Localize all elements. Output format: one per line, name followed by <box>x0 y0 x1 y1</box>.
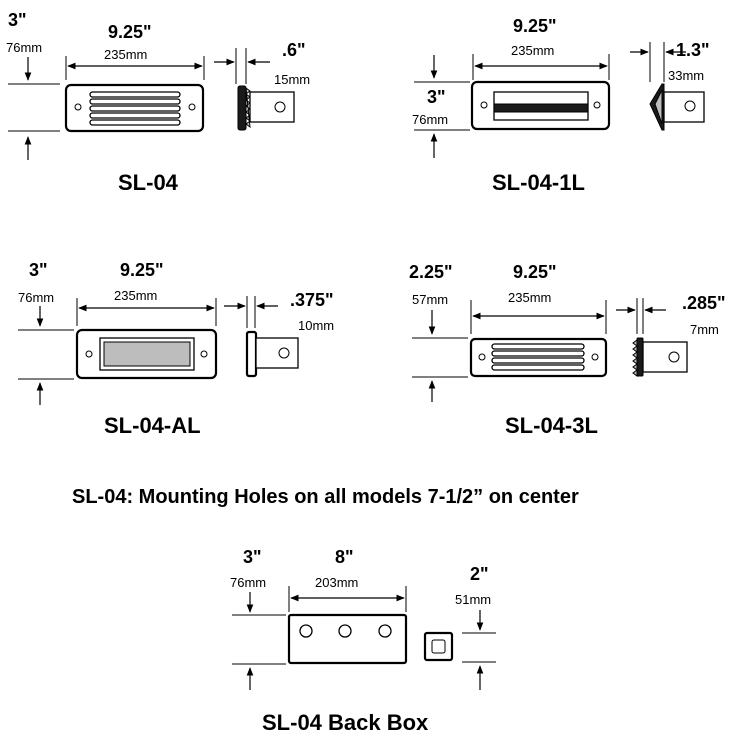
louvers <box>491 343 585 371</box>
height-inches-label: 3" <box>427 87 446 107</box>
knockout-hole-3 <box>378 624 392 638</box>
mounting-holes-note: SL-04: Mounting Holes on all models 7-1/… <box>72 486 579 508</box>
side-view <box>632 337 688 377</box>
height-mm-label: 76mm <box>6 40 42 55</box>
width-inches-label: 9.25" <box>513 16 557 36</box>
depth-mm-label: 15mm <box>274 72 310 87</box>
depth-inches-label: 1.3" <box>676 40 710 60</box>
height-inches-label: 2.25" <box>409 262 453 282</box>
depth-mm-label: 7mm <box>690 322 719 337</box>
height-mm-label: 76mm <box>412 112 448 127</box>
height-mm-label: 76mm <box>18 290 54 305</box>
side-mount-hole <box>668 351 680 363</box>
model-title: SL-04-3L <box>505 413 598 438</box>
side-mount-hole <box>278 347 290 359</box>
light-bar <box>493 103 589 113</box>
width-mm-label: 235mm <box>104 47 147 62</box>
height-mm-label: 57mm <box>412 292 448 307</box>
height-inches-label: 3" <box>8 10 27 30</box>
side-mount-hole <box>274 101 286 113</box>
back-box-front <box>287 613 408 665</box>
lens <box>103 341 191 367</box>
mounting-hole-left <box>478 353 486 361</box>
depth-inches-label: .285" <box>682 293 726 313</box>
depth-mm-label: 10mm <box>298 318 334 333</box>
mounting-hole-left <box>74 103 82 111</box>
depth-mm-label: 33mm <box>668 68 704 83</box>
depth-mm-label: 51mm <box>455 592 491 607</box>
mounting-hole-left <box>85 350 93 358</box>
diagram-sl-04-3l: 2.25" 57mm 9.25" 235mm .285" 7mm <box>409 262 726 438</box>
side-view <box>649 83 705 131</box>
depth-inches-label: 2" <box>470 564 489 584</box>
width-mm-label: 235mm <box>114 288 157 303</box>
model-title: SL-04-AL <box>104 413 201 438</box>
side-view <box>237 85 295 131</box>
mounting-hole-right <box>200 350 208 358</box>
height-mm-label: 76mm <box>230 575 266 590</box>
mounting-hole-right <box>591 353 599 361</box>
side-knockout <box>431 639 446 654</box>
back-box-side <box>423 631 454 662</box>
diagram-sl-04-1l: 9.25" 235mm 3" 76mm 1.3" 33mm SL-04-1L <box>412 16 710 195</box>
knockout-hole-1 <box>299 624 313 638</box>
depth-inches-label: .375" <box>290 290 334 310</box>
height-inches-label: 3" <box>243 547 262 567</box>
height-inches-label: 3" <box>29 260 48 280</box>
side-view <box>245 330 299 378</box>
mounting-hole-right <box>593 101 601 109</box>
model-title: SL-04 <box>118 170 179 195</box>
width-inches-label: 9.25" <box>108 22 152 42</box>
diagram-sl-04-al: 3" 76mm 9.25" 235mm .375" 10mm SL-04-AL <box>18 260 334 438</box>
mounting-hole-left <box>480 101 488 109</box>
side-mount-hole <box>684 100 696 112</box>
width-inches-label: 9.25" <box>513 262 557 282</box>
width-inches-label: 9.25" <box>120 260 164 280</box>
depth-inches-label: .6" <box>282 40 306 60</box>
knockout-hole-2 <box>338 624 352 638</box>
width-mm-label: 235mm <box>511 43 554 58</box>
louvers <box>89 91 181 126</box>
width-mm-label: 235mm <box>508 290 551 305</box>
mounting-hole-right <box>188 103 196 111</box>
model-title: SL-04-1L <box>492 170 585 195</box>
diagram-sl-04-back-box: 3" 76mm 8" 203mm 2" 51mm SL-04 Back Box <box>230 547 496 735</box>
width-inches-label: 8" <box>335 547 354 567</box>
model-title: SL-04 Back Box <box>262 710 429 735</box>
width-mm-label: 203mm <box>315 575 358 590</box>
diagram-sl-04: 3" 76mm 9.25" 235mm .6" 15mm <box>6 10 310 195</box>
